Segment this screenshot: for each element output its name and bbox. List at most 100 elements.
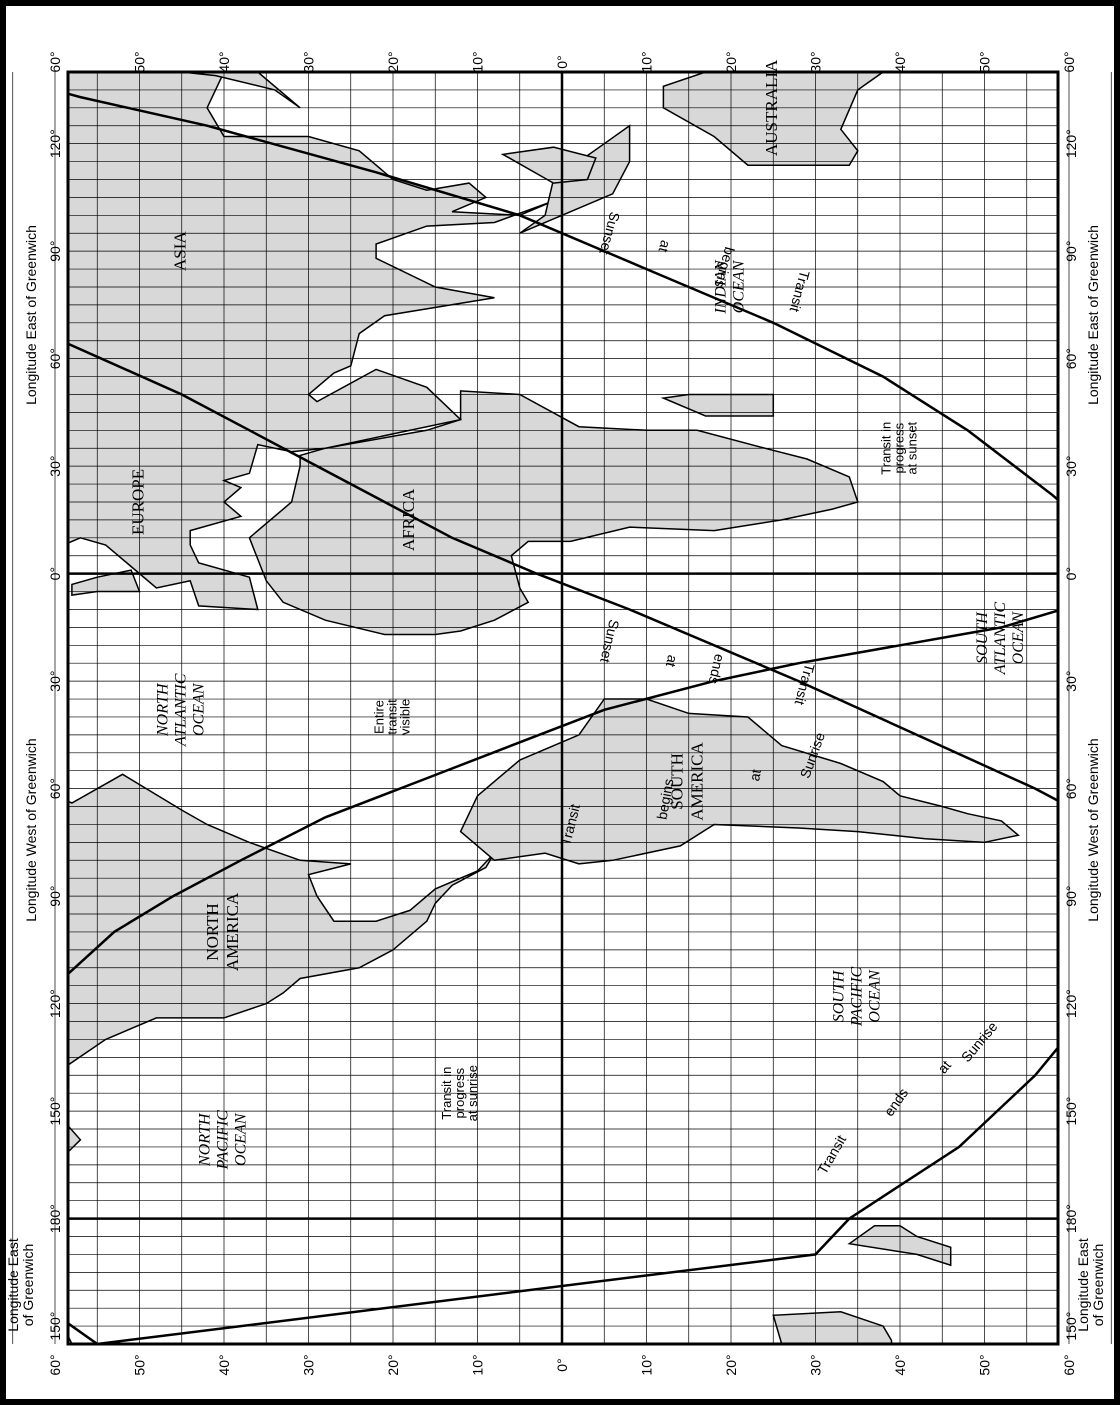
lat-tick-bottom-1: 60° (47, 1354, 63, 1375)
lat-tick-bottom-3: 40° (216, 1354, 232, 1375)
land-east-australia (772, 1311, 893, 1344)
axis-title-west-top: Longitude West of Greenwich (23, 738, 39, 921)
lat-tick-top-5: 20° (385, 51, 401, 72)
lon-tick-top-7: 0° (47, 567, 63, 580)
continent-label-0-line-1: NORTH (203, 903, 222, 961)
curve-transit-ends (68, 342, 1058, 1344)
lon-tick-top-9: 60° (47, 348, 63, 369)
lat-tick-top-13: 60° (1061, 51, 1077, 72)
curve-label-ends-sunset: Transit ends at Sunset (597, 618, 818, 707)
ocean-label-1-line-3: OCEAN (1010, 611, 1027, 665)
lat-tick-bottom-7: 0° (554, 1358, 570, 1371)
land-south-america (459, 698, 1020, 865)
lat-tick-top-7: 0° (554, 55, 570, 68)
lat-tick-top-9: 20° (723, 51, 739, 72)
lat-tick-bottom-9: 20° (723, 1354, 739, 1375)
note-label-0-line-3: visible (397, 699, 412, 735)
lat-tick-bottom-6: 10° (470, 1354, 486, 1375)
curve-transit-begins (68, 92, 1058, 1344)
lat-tick-bottom-4: 30° (301, 1354, 317, 1375)
axis-title-east-bottom: Longitude East of Greenwich (1085, 225, 1101, 405)
ocean-label-2-line-3: OCEAN (866, 969, 883, 1023)
lat-tick-top-12: 50° (977, 51, 993, 72)
ocean-label-0-line-3: OCEAN (190, 682, 207, 736)
ocean-label-0-line-1: NORTH (154, 682, 171, 737)
begins-sunset-word-3: at (656, 239, 675, 255)
lat-tick-top-3: 40° (216, 51, 232, 72)
lon-tick-top-2: 150° (47, 1097, 63, 1126)
lat-tick-bottom-12: 50° (977, 1354, 993, 1375)
note-label-2-line-1: Transit in (878, 422, 893, 475)
graticule (12, 72, 1112, 1344)
ocean-label-0-line-2: ATLANTIC (172, 673, 189, 747)
ends-sunrise-word-4: Sunrise (958, 1018, 1001, 1065)
continent-label-4-line-1: ASIA (171, 231, 190, 271)
lat-tick-bottom-2: 50° (132, 1354, 148, 1375)
lon-tick-top-6: 30° (47, 671, 63, 692)
lon-tick-bottom-3: 120° (1063, 989, 1079, 1018)
lon-tick-top-5: 60° (47, 778, 63, 799)
lon-tick-top-3: 120° (47, 989, 63, 1018)
note-label-1-line-2: progress (452, 1067, 467, 1118)
lat-tick-bottom-11: 40° (892, 1354, 908, 1375)
lon-tick-top-11: 120° (47, 129, 63, 158)
lon-tick-bottom-4: 90° (1063, 886, 1079, 907)
ends-sunset-word-3: at (663, 654, 681, 669)
ends-sunset-word-1: Transit (792, 662, 818, 707)
lon-tick-top-1: 180° (47, 1204, 63, 1233)
axis-title-fareast-top-2: of Greenwich (20, 1244, 36, 1326)
note-label-1-line-1: Transit in (439, 1067, 454, 1120)
begins-sunrise-word-2: begins (654, 777, 677, 820)
land-madagascar (660, 393, 775, 417)
lon-tick-top-10: 90° (47, 241, 63, 262)
ends-sunrise-word-1: Transit (814, 1132, 849, 1177)
note-label-2-line-3: at sunset (904, 421, 919, 474)
lat-tick-top-6: 10° (470, 51, 486, 72)
lat-tick-bottom-5: 20° (385, 1354, 401, 1375)
continent-label-3-line-1: AFRICA (399, 488, 418, 551)
ocean-label-2-line-1: SOUTH (830, 969, 847, 1022)
lat-tick-top-4: 30° (301, 51, 317, 72)
ends-sunset-word-4: Sunset (597, 618, 622, 664)
lon-tick-bottom-6: 30° (1063, 671, 1079, 692)
curve-label-ends-sunrise: Transit ends at Sunrise (814, 1018, 1001, 1177)
axis-title-fareast-bottom-1: Longitude East (1075, 1238, 1091, 1332)
lat-tick-top-1: 60° (47, 51, 63, 72)
lon-tick-bottom-10: 90° (1063, 241, 1079, 262)
continent-label-1-line-2: AMERICA (688, 742, 707, 821)
lon-tick-top-0: 150° (47, 1312, 63, 1341)
lon-tick-bottom-0: 150° (1063, 1312, 1079, 1341)
ocean-label-3-line-2: PACIFIC (215, 1110, 232, 1171)
lat-tick-top-11: 40° (892, 51, 908, 72)
lat-tick-bottom-10: 30° (808, 1354, 824, 1375)
ocean-label-1-line-2: ATLANTIC (992, 602, 1009, 676)
transit-curves (68, 92, 1058, 1344)
ends-sunrise-word-2: ends (881, 1085, 912, 1119)
lon-tick-bottom-1: 180° (1063, 1204, 1079, 1233)
continent-label-2-line-1: EUROPE (128, 469, 147, 535)
continent-label-1-line-1: SOUTH (668, 753, 687, 810)
map-border (66, 70, 1060, 1346)
ocean-label-4-line-2: OCEAN (731, 259, 748, 313)
axis-title-fareast-bottom-2: of Greenwich (1090, 1244, 1106, 1326)
lat-tick-top-2: 50° (132, 51, 148, 72)
lon-tick-bottom-2: 150° (1063, 1097, 1079, 1126)
land-borneo (500, 146, 597, 184)
lon-tick-bottom-9: 60° (1063, 348, 1079, 369)
ocean-label-3-line-1: NORTH (197, 1112, 214, 1167)
axis-title-west-bottom: Longitude West of Greenwich (1085, 738, 1101, 921)
lat-tick-top-8: 10° (639, 51, 655, 72)
land-north-america (68, 773, 496, 1154)
lat-tick-bottom-8: 10° (639, 1354, 655, 1375)
ocean-label-1-line-1: SOUTH (974, 611, 991, 664)
lon-tick-bottom-5: 60° (1063, 778, 1079, 799)
lon-tick-top-4: 90° (47, 886, 63, 907)
lon-tick-bottom-7: 0° (1063, 567, 1079, 580)
lat-tick-bottom-13: 60° (1061, 1354, 1077, 1375)
ocean-label-3-line-3: OCEAN (233, 1112, 250, 1166)
ends-sunset-word-2: ends (706, 653, 728, 686)
begins-sunset-word-1: Transit (787, 269, 813, 314)
note-label-2-line-2: progress (891, 422, 906, 473)
